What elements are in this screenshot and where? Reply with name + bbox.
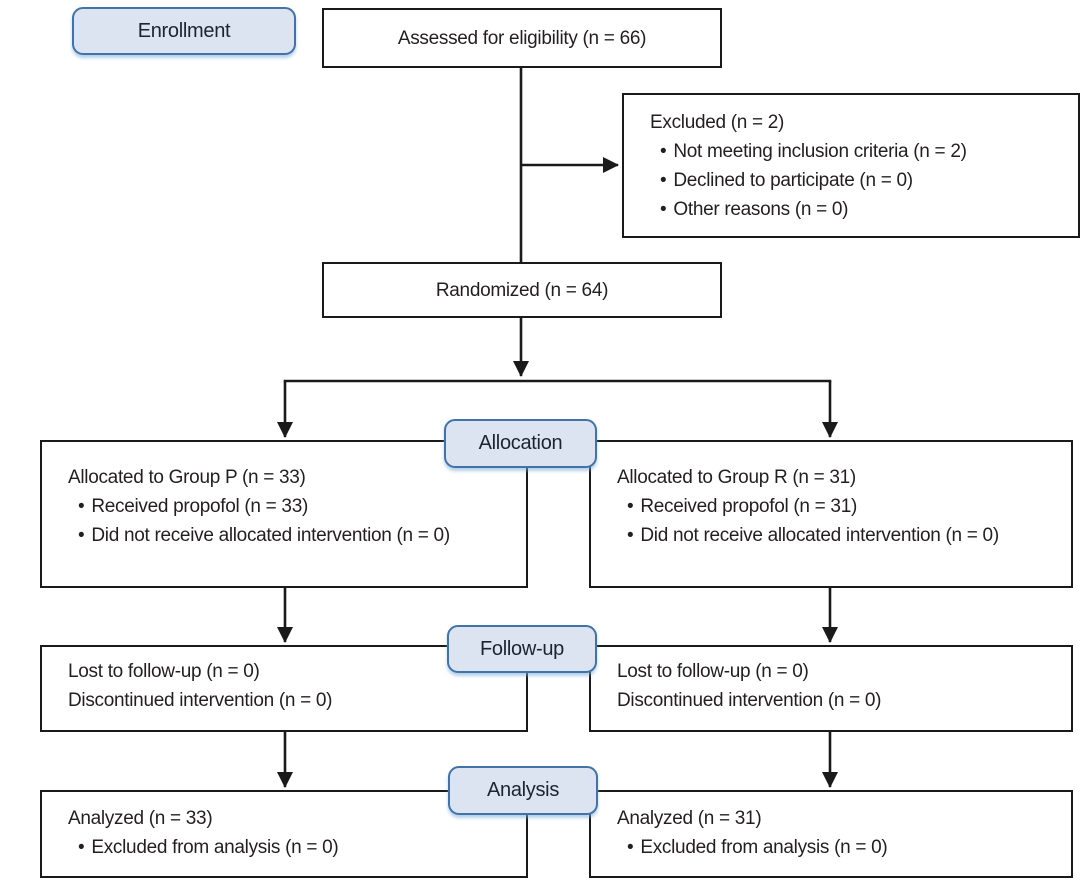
assessed-title: Assessed for eligibility (n = 66) [397, 27, 647, 49]
analysis-group-r-box: Analyzed (n = 31) Excluded from analysis… [589, 790, 1073, 878]
stage-badge-allocation: Allocation [444, 419, 597, 468]
analysis-left-bullet: Excluded from analysis (n = 0) [68, 833, 520, 862]
analysis-group-p-box: Analyzed (n = 33) Excluded from analysis… [40, 790, 528, 878]
stage-badge-enrollment: Enrollment [72, 7, 296, 55]
alloc-left-bullet-1: Received propofol (n = 33) [68, 492, 520, 521]
excluded-bullet-3: Other reasons (n = 0) [650, 195, 1070, 224]
randomized-title: Randomized (n = 64) [435, 279, 609, 301]
alloc-right-title: Allocated to Group R (n = 31) [617, 467, 856, 488]
followup-group-r-box: Lost to follow-up (n = 0) Discontinued i… [589, 645, 1073, 732]
alloc-right-bullet-1: Received propofol (n = 31) [617, 492, 1065, 521]
alloc-right-bullet-2: Did not receive allocated intervention (… [617, 521, 1065, 550]
analysis-right-title: Analyzed (n = 31) [617, 808, 762, 829]
followup-left-line-1: Lost to follow-up (n = 0) [68, 661, 260, 682]
allocation-group-r-box: Allocated to Group R (n = 31) Received p… [589, 440, 1073, 588]
stage-badge-analysis: Analysis [448, 766, 598, 815]
followup-right-line-2: Discontinued intervention (n = 0) [617, 690, 882, 711]
randomized-box: Randomized (n = 64) [322, 262, 722, 318]
excluded-bullet-2: Declined to participate (n = 0) [650, 166, 1070, 195]
alloc-left-bullet-2: Did not receive allocated intervention (… [68, 521, 520, 550]
stage-badge-followup: Follow-up [447, 625, 597, 673]
followup-left-line-2: Discontinued intervention (n = 0) [68, 690, 333, 711]
analysis-right-bullet: Excluded from analysis (n = 0) [617, 833, 1065, 862]
analysis-left-title: Analyzed (n = 33) [68, 808, 213, 829]
excluded-bullet-1: Not meeting inclusion criteria (n = 2) [650, 137, 1070, 166]
assessed-for-eligibility-box: Assessed for eligibility (n = 66) [322, 8, 722, 68]
followup-right-line-1: Lost to follow-up (n = 0) [617, 661, 809, 682]
excluded-box: Excluded (n = 2) Not meeting inclusion c… [622, 93, 1080, 238]
followup-group-p-box: Lost to follow-up (n = 0) Discontinued i… [40, 645, 528, 732]
alloc-left-title: Allocated to Group P (n = 33) [68, 467, 306, 488]
excluded-title: Excluded (n = 2) [650, 112, 785, 133]
